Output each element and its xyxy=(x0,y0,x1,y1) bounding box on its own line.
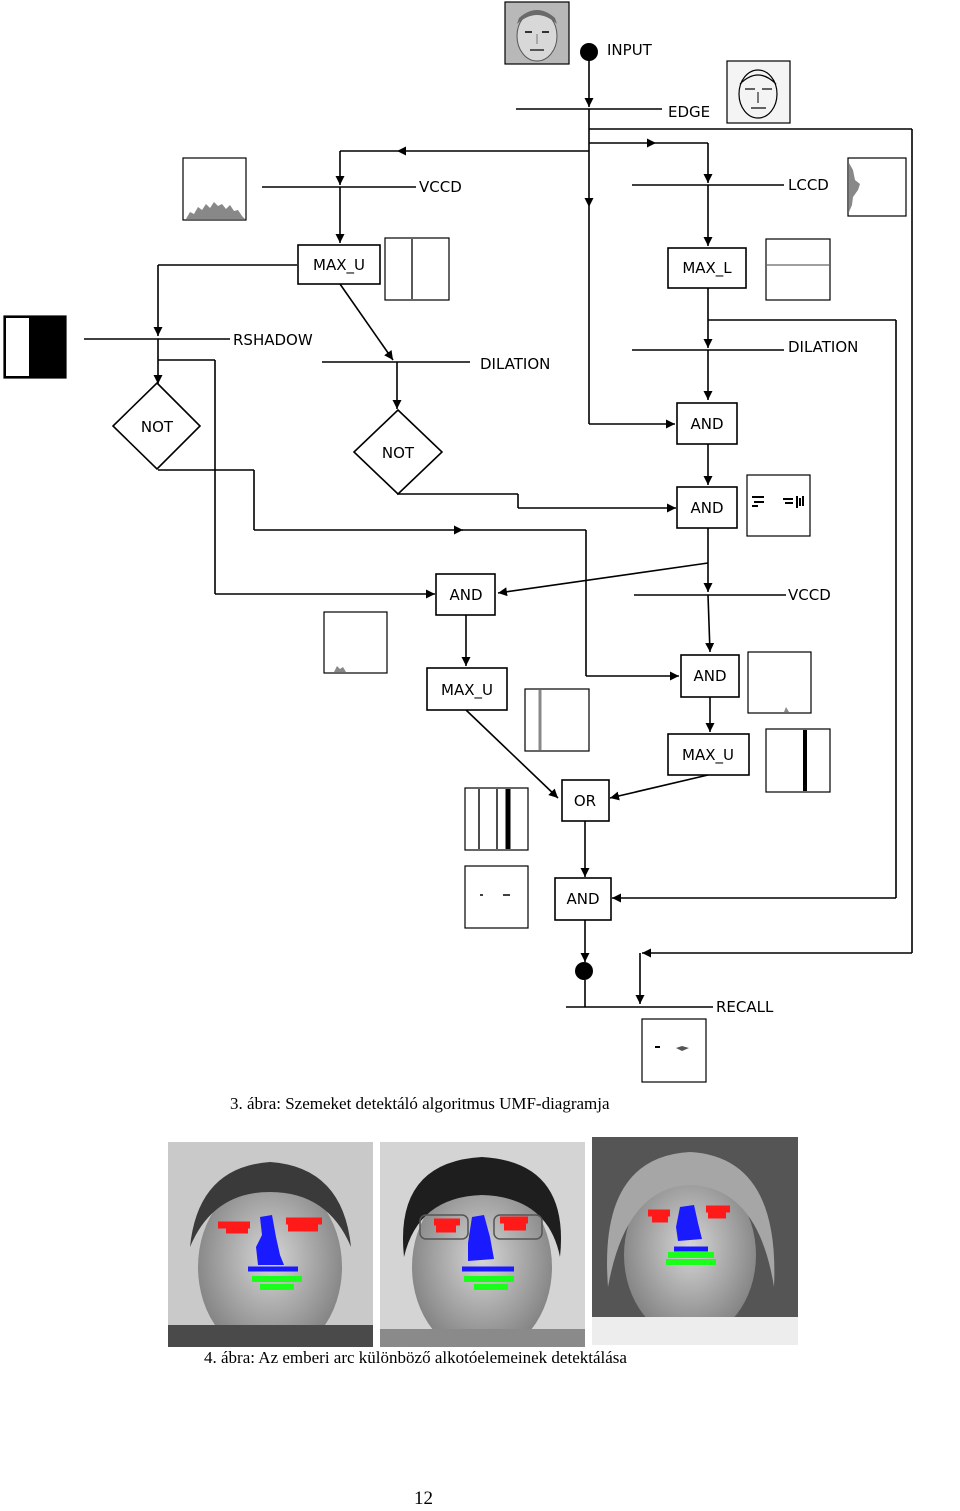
vccd-histogram-thumbnail xyxy=(182,157,247,221)
eye-marker xyxy=(286,1217,322,1232)
recall-label: RECALL xyxy=(716,998,774,1016)
face-photo-1 xyxy=(168,1142,373,1347)
max-u-label-2: MAX_U xyxy=(441,681,493,700)
eye-marker xyxy=(706,1205,730,1219)
mouth-marker xyxy=(252,1276,302,1290)
not-label-1: NOT xyxy=(141,418,174,436)
not-diamond-1 xyxy=(111,381,202,471)
and-result-thumbnail-final xyxy=(464,865,529,929)
nose-marker xyxy=(256,1215,284,1265)
and-box-4 xyxy=(680,654,740,698)
face-photo-2 xyxy=(380,1142,585,1347)
dilation-label-right: DILATION xyxy=(788,338,858,356)
and-result-thumbnail-2 xyxy=(323,611,388,674)
figure-3-caption: 3. ábra: Szemeket detektáló algoritmus U… xyxy=(230,1094,610,1113)
edge-label: EDGE xyxy=(668,103,710,121)
dilation-label-left: DILATION xyxy=(480,355,550,373)
and-label-5: AND xyxy=(566,890,599,908)
and-label-3: AND xyxy=(449,586,482,604)
and-box-1 xyxy=(676,402,738,445)
eye-marker xyxy=(648,1209,670,1223)
max-l-result-thumbnail xyxy=(765,238,831,301)
start-node xyxy=(580,43,598,61)
end-node xyxy=(575,962,593,980)
max-u-label-3: MAX_U xyxy=(682,746,734,765)
and-label-4: AND xyxy=(693,667,726,685)
not-diamond-2 xyxy=(352,408,444,496)
max-u-result-thumbnail-2 xyxy=(524,688,590,752)
lccd-label: LCCD xyxy=(788,176,829,194)
mouth-marker xyxy=(464,1276,514,1290)
or-result-thumbnail xyxy=(464,787,529,851)
max-l-label: MAX_L xyxy=(682,259,732,278)
vccd-label-mid: VCCD xyxy=(788,586,831,604)
page-number: 12 xyxy=(414,1488,433,1509)
nose-marker xyxy=(468,1215,494,1261)
recall-result-thumbnail xyxy=(641,1018,707,1083)
edge-face-thumbnail xyxy=(726,60,791,124)
and-label-1: AND xyxy=(690,415,723,433)
max-l-box xyxy=(667,247,747,289)
max-u-result-thumbnail-3 xyxy=(765,728,831,793)
eye-marker xyxy=(434,1218,460,1233)
rshadow-mask-thumbnail xyxy=(3,315,67,379)
or-label: OR xyxy=(574,792,596,810)
max-u-label-1: MAX_U xyxy=(313,256,365,275)
eye-marker xyxy=(218,1221,250,1234)
nose-marker xyxy=(676,1205,702,1241)
and-result-thumbnail-eyes xyxy=(746,474,811,537)
and-box-3 xyxy=(435,573,496,616)
and-label-2: AND xyxy=(690,499,723,517)
input-label: INPUT xyxy=(607,41,653,59)
vccd-label-top: VCCD xyxy=(419,178,462,196)
eye-marker xyxy=(500,1216,528,1231)
max-u-result-thumbnail-1 xyxy=(384,237,450,301)
and-result-thumbnail-3 xyxy=(747,651,812,714)
and-box-5 xyxy=(554,877,612,921)
lccd-histogram-thumbnail xyxy=(847,157,907,217)
mouth-marker xyxy=(666,1252,716,1265)
rshadow-label: RSHADOW xyxy=(233,331,313,349)
input-face-thumbnail xyxy=(504,1,570,65)
figure-4-caption: 4. ábra: Az emberi arc különböző alkotóe… xyxy=(204,1348,627,1367)
umf-diagram: MAX_U MAX_L AND AND AND AND MAX_U MAX_U … xyxy=(3,1,913,1083)
and-box-2 xyxy=(676,486,738,529)
max-u-box-2 xyxy=(426,667,508,711)
face-detection-figure xyxy=(168,1137,798,1347)
not-label-2: NOT xyxy=(382,444,415,462)
face-photo-3 xyxy=(592,1137,798,1345)
max-u-box-3 xyxy=(667,733,750,776)
or-box xyxy=(561,779,610,822)
max-u-box-1 xyxy=(297,244,381,285)
